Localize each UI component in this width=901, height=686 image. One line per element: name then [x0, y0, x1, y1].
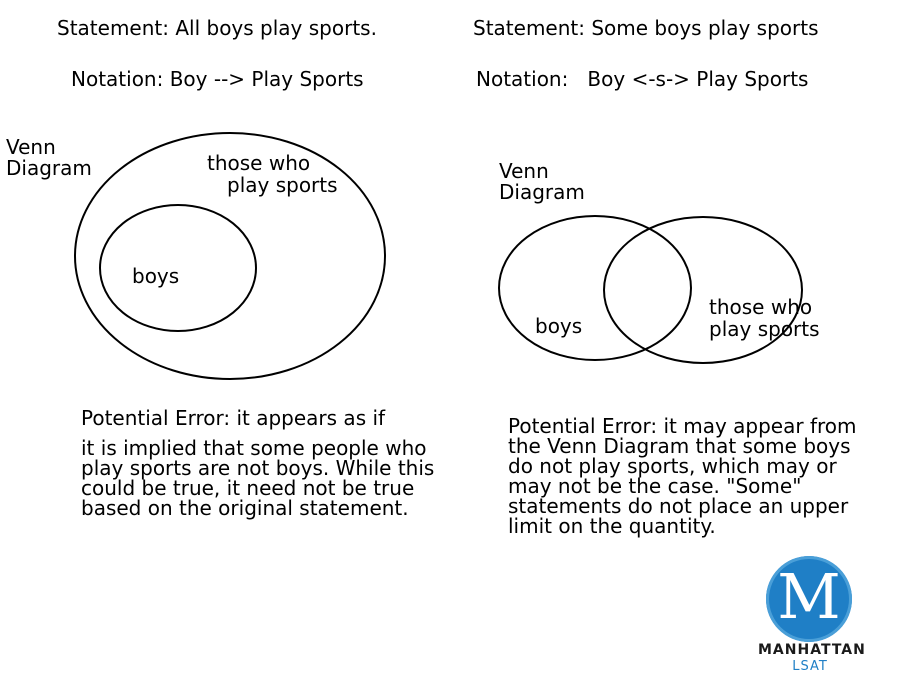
left-statement: Statement: All boys play sports.: [57, 16, 377, 40]
right-venn-label-line1: Venn: [499, 159, 549, 183]
right-statement: Statement: Some boys play sports: [473, 16, 819, 40]
left-venn-label-line1: Venn: [6, 135, 56, 159]
manhattan-lsat-logo: M MANHATTAN LSAT: [758, 556, 865, 678]
left-notation: Notation: Boy --> Play Sports: [71, 67, 364, 91]
inner-circle-boys: [99, 204, 257, 332]
logo-name: MANHATTAN: [758, 642, 866, 658]
right-error-text: Potential Error: it may appear from the …: [508, 414, 857, 538]
logo-letter: M: [777, 560, 841, 633]
outer-label-line2: play sports: [227, 173, 338, 197]
right-venn-label-line2: Diagram: [499, 180, 585, 204]
left-error-text: it is implied that some people who play …: [81, 436, 435, 520]
logo-circle: M: [766, 556, 852, 642]
inner-label-boys: boys: [132, 264, 180, 288]
circle-label-boys: boys: [535, 314, 583, 338]
outer-label-line1: those who: [207, 151, 311, 175]
right-notation: Notation: Boy <-s-> Play Sports: [476, 67, 809, 91]
logo-sub: LSAT: [792, 659, 828, 674]
outer-circle-play-sports: [74, 132, 386, 380]
left-venn-label-line2: Diagram: [6, 156, 92, 180]
left-error-line1: Potential Error: it appears as if: [81, 406, 386, 430]
circle-play-sports: [603, 216, 803, 364]
left-venn-label: Venn Diagram: [6, 137, 92, 179]
right-label-line2: play sports: [709, 317, 820, 341]
right-venn-label: Venn Diagram: [499, 161, 585, 203]
right-label-line1: those who: [709, 295, 813, 319]
circle-boys: [498, 215, 692, 361]
